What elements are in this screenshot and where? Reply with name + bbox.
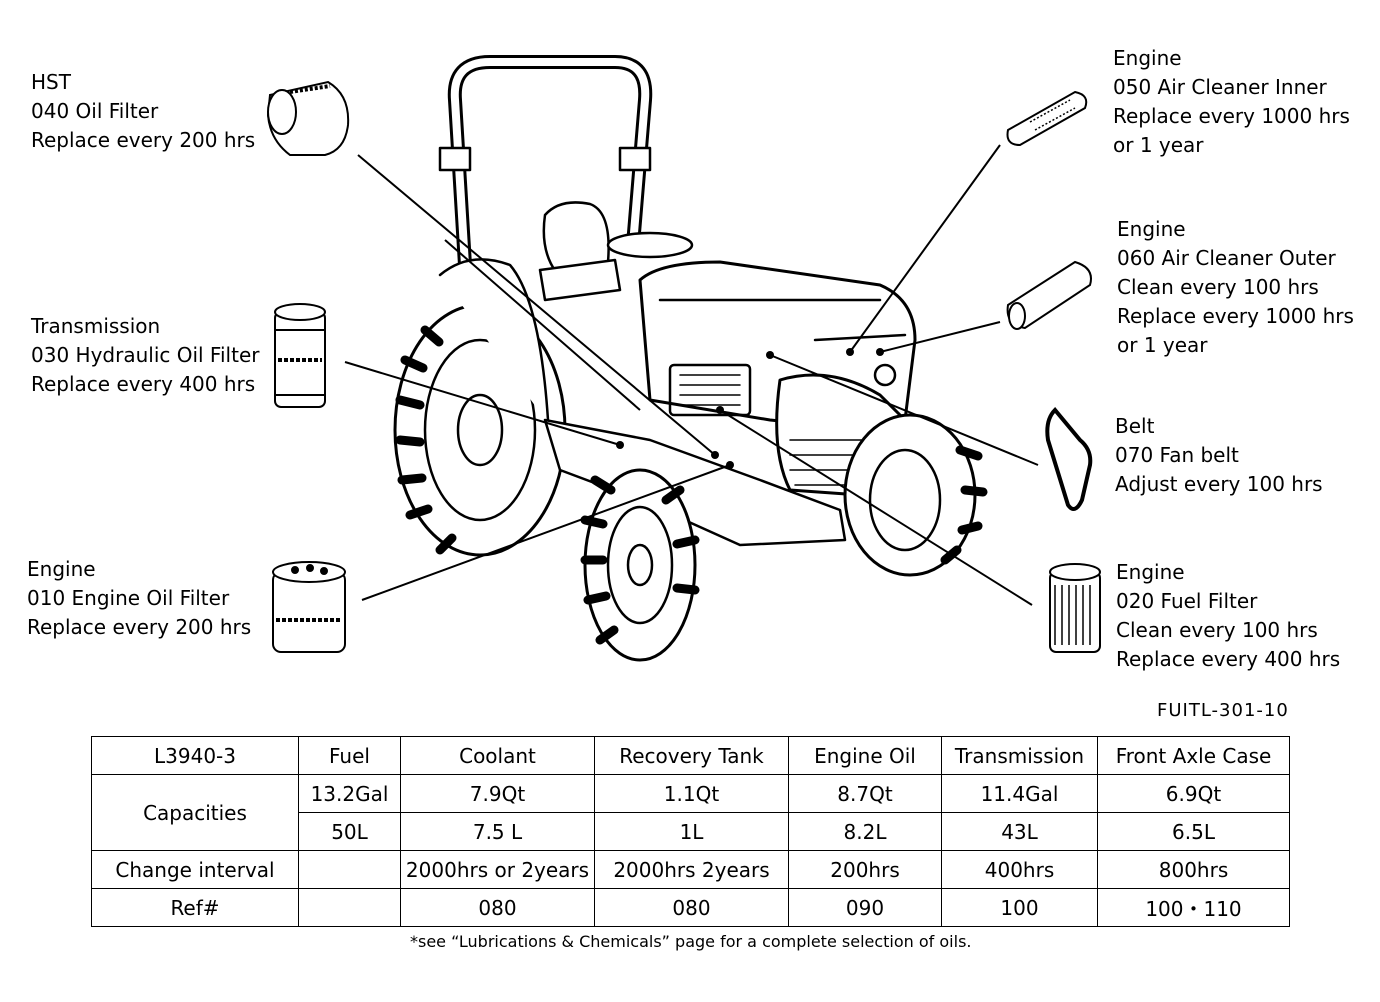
table-cell: 800hrs [1097, 850, 1290, 889]
model-cell: L3940-3 [91, 736, 299, 775]
table-cell: 090 [788, 888, 942, 927]
table-row: Change interval 2000hrs or 2years 2000hr… [91, 850, 1290, 889]
fuel-filter-icon [1049, 563, 1101, 653]
callout-line: 050 Air Cleaner Inner [1113, 75, 1327, 99]
callout-line: Replace every 400 hrs [1116, 647, 1341, 671]
callout-belt-fan-belt: Belt 070 Fan belt Adjust every 100 hrs [1115, 412, 1323, 499]
header-cell: Recovery Tank [594, 736, 789, 775]
table-cell: 100・110 [1097, 888, 1290, 927]
table-cell: 2000hrs 2years [594, 850, 789, 889]
header-cell: Transmission [941, 736, 1098, 775]
callout-line: Replace every 1000 hrs [1117, 304, 1354, 328]
engine-oil-filter-icon [272, 561, 346, 653]
tractor-seat [538, 201, 622, 302]
callout-line: or 1 year [1113, 133, 1204, 157]
callout-line: Transmission [31, 314, 161, 338]
callout-line: 040 Oil Filter [31, 99, 159, 123]
footnote: *see “Lubrications & Chemicals” page for… [410, 932, 972, 951]
callout-line: Clean every 100 hrs [1116, 618, 1318, 642]
table-cell: 11.4Gal [941, 774, 1098, 813]
table-cell: 7.9Qt [400, 774, 595, 813]
capacity-table: L3940-3 Fuel Coolant Recovery Tank Engin… [91, 736, 1290, 927]
table-cell [298, 850, 401, 889]
callout-engine-air-cleaner-inner: Engine 050 Air Cleaner Inner Replace eve… [1113, 44, 1350, 160]
callout-hst-oil-filter: HST 040 Oil Filter Replace every 200 hrs [31, 68, 255, 155]
table-cell: 43L [941, 812, 1098, 851]
callout-engine-air-cleaner-outer: Engine 060 Air Cleaner Outer Clean every… [1117, 215, 1354, 360]
table-cell: 13.2Gal [298, 774, 401, 813]
table-row: Capacities 13.2Gal 7.9Qt 1.1Qt 8.7Qt 11.… [91, 774, 1290, 851]
front-tire-left [580, 468, 700, 662]
fan-belt-icon [1045, 407, 1093, 511]
callout-line: HST [31, 70, 71, 94]
header-cell: Front Axle Case [1097, 736, 1290, 775]
table-cell: 8.7Qt [788, 774, 942, 813]
callout-line: Engine [27, 557, 96, 581]
callout-line: Replace every 1000 hrs [1113, 104, 1350, 128]
table-cell: 080 [594, 888, 789, 927]
front-tire-right [843, 413, 988, 577]
figure-code: FUITL-301-10 [1157, 700, 1289, 721]
callout-transmission-hydraulic-filter: Transmission 030 Hydraulic Oil Filter Re… [31, 312, 259, 399]
callout-engine-oil-filter: Engine 010 Engine Oil Filter Replace eve… [27, 555, 251, 642]
table-cell [298, 888, 401, 927]
callout-line: 010 Engine Oil Filter [27, 586, 230, 610]
header-cell: Fuel [298, 736, 401, 775]
callout-line: Engine [1116, 560, 1185, 584]
table-cell: 400hrs [941, 850, 1098, 889]
transmission-hydraulic-filter-icon [274, 303, 326, 408]
table-cell: 7.5 L [400, 812, 595, 851]
table-header-row: L3940-3 Fuel Coolant Recovery Tank Engin… [91, 736, 1290, 775]
callout-line: 030 Hydraulic Oil Filter [31, 343, 260, 367]
callout-line: Clean every 100 hrs [1117, 275, 1319, 299]
frame [543, 418, 847, 547]
steering-wheel [606, 231, 694, 259]
table-cell: 8.2L [788, 812, 942, 851]
rops-roll-bar [438, 55, 653, 272]
table-cell: 080 [400, 888, 595, 927]
callout-line: Replace every 200 hrs [31, 128, 256, 152]
row-label: Ref# [91, 888, 299, 927]
air-cleaner-outer-icon [1006, 260, 1092, 330]
table-cell: 100 [941, 888, 1098, 927]
table-cell: 1L [594, 812, 789, 851]
callout-line: 070 Fan belt [1115, 443, 1239, 467]
air-cleaner-inner-icon [1006, 90, 1088, 147]
table-row: Ref# 080 080 090 100 100・110 [91, 888, 1290, 927]
callout-line: 060 Air Cleaner Outer [1117, 246, 1336, 270]
row-label: Capacities [91, 774, 299, 851]
rear-fender [438, 258, 562, 442]
table-cell: 6.9Qt [1097, 774, 1290, 813]
table-cell: 50L [298, 812, 401, 851]
callout-line: Adjust every 100 hrs [1115, 472, 1323, 496]
table-cell: 200hrs [788, 850, 942, 889]
hst-oil-filter-icon [266, 80, 350, 156]
row-label: Change interval [91, 850, 299, 889]
table-cell: 2000hrs or 2years [400, 850, 595, 889]
callout-line: or 1 year [1117, 333, 1208, 357]
callout-line: Engine [1113, 46, 1182, 70]
header-cell: Coolant [400, 736, 595, 775]
leader-lines [344, 144, 1039, 606]
callout-line: Replace every 400 hrs [31, 372, 256, 396]
callout-engine-fuel-filter: Engine 020 Fuel Filter Clean every 100 h… [1116, 558, 1340, 674]
table-cell: 6.5L [1097, 812, 1290, 851]
callout-line: Engine [1117, 217, 1186, 241]
callout-line: Replace every 200 hrs [27, 615, 252, 639]
table-row: 50L 7.5 L 1L 8.2L 43L 6.5L [92, 812, 1290, 851]
callout-line: 020 Fuel Filter [1116, 589, 1258, 613]
table-cell: 1.1Qt [594, 774, 789, 813]
header-cell: Engine Oil [788, 736, 942, 775]
callout-line: Belt [1115, 414, 1155, 438]
